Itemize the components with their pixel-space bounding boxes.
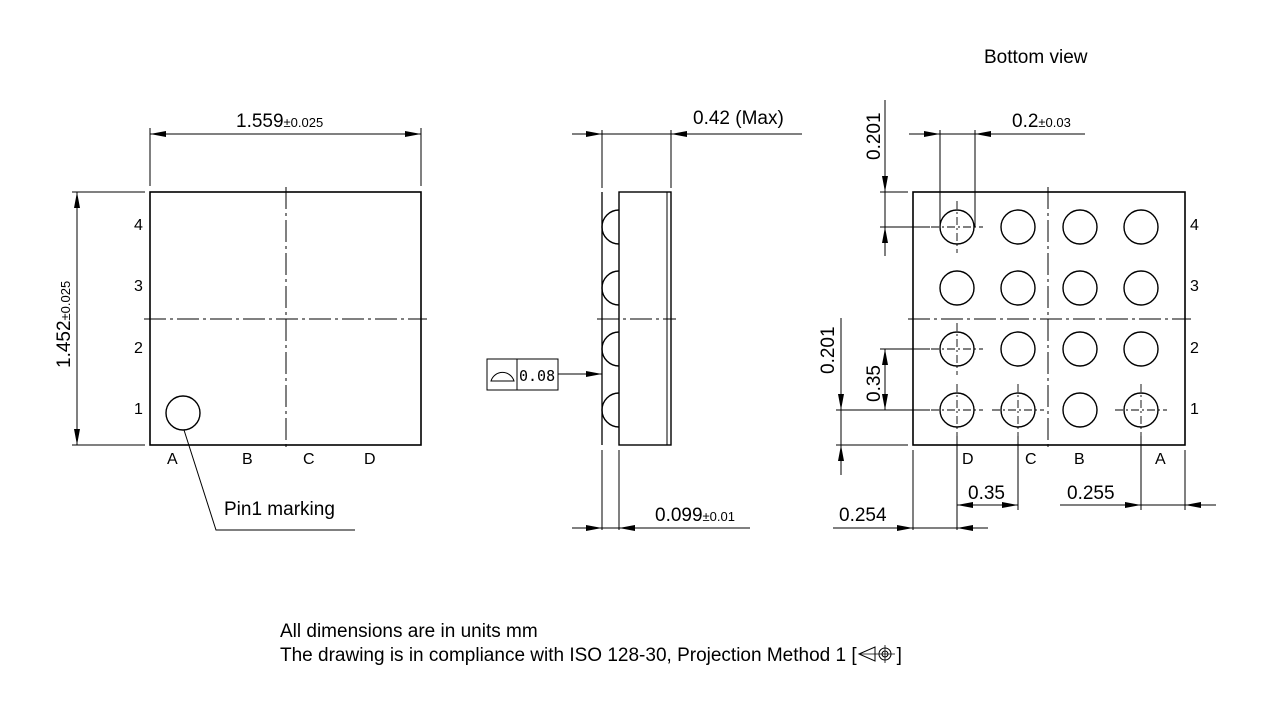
units-note: All dimensions are in units mm [280, 621, 538, 642]
standoff-dimension: 0.099±0.01 [655, 505, 735, 526]
max-height-dimension: 0.42 (Max) [693, 108, 784, 129]
svg-text:A: A [1155, 451, 1166, 468]
svg-text:B: B [1074, 451, 1085, 468]
projection-note: The drawing is in compliance with ISO 12… [280, 645, 902, 666]
left-edge-dimension: 0.254 [839, 505, 887, 526]
right-edge-dimension: 0.255 [1067, 483, 1115, 504]
svg-text:3: 3 [134, 278, 143, 295]
svg-text:1: 1 [1190, 401, 1199, 418]
svg-text:C: C [1025, 451, 1037, 468]
bottom-view-title: Bottom view [984, 47, 1088, 68]
drawing-notes: All dimensions are in units mm The drawi… [280, 620, 902, 667]
pin1-marking-label: Pin1 marking [224, 499, 335, 520]
side-view: 0.42 (Max) 0.08 0.099±0.01 [486, 108, 802, 531]
svg-text:1: 1 [134, 401, 143, 418]
svg-text:B: B [242, 451, 253, 468]
ball-diameter-dimension: 0.2±0.03 [1012, 111, 1071, 132]
top-view: 1.559±0.025 1.452±0.025 4 3 2 1 A B C D … [54, 111, 427, 531]
pin1-marking-dot [165, 395, 201, 431]
svg-text:4: 4 [134, 217, 143, 234]
height-dimension: 1.452±0.025 [54, 281, 75, 368]
vertical-pitch-dimension: 0.35 [864, 365, 885, 402]
top-edge-dimension: 0.201 [864, 112, 885, 160]
profile-of-surface-icon [490, 372, 515, 382]
first-angle-projection-icon [857, 645, 895, 663]
svg-text:D: D [962, 451, 974, 468]
svg-text:3: 3 [1190, 278, 1199, 295]
horizontal-pitch-dimension: 0.35 [968, 483, 1005, 504]
svg-text:A: A [167, 451, 178, 468]
svg-text:0.08: 0.08 [519, 367, 555, 385]
bottom-edge-dimension: 0.201 [818, 326, 839, 374]
width-dimension: 1.559±0.025 [236, 111, 323, 132]
svg-text:2: 2 [1190, 340, 1199, 357]
svg-text:2: 2 [134, 340, 143, 357]
svg-text:D: D [364, 451, 376, 468]
svg-text:4: 4 [1190, 217, 1199, 234]
bottom-view: Bottom view 4 3 2 1 D C B A [818, 47, 1216, 531]
svg-text:C: C [303, 451, 315, 468]
